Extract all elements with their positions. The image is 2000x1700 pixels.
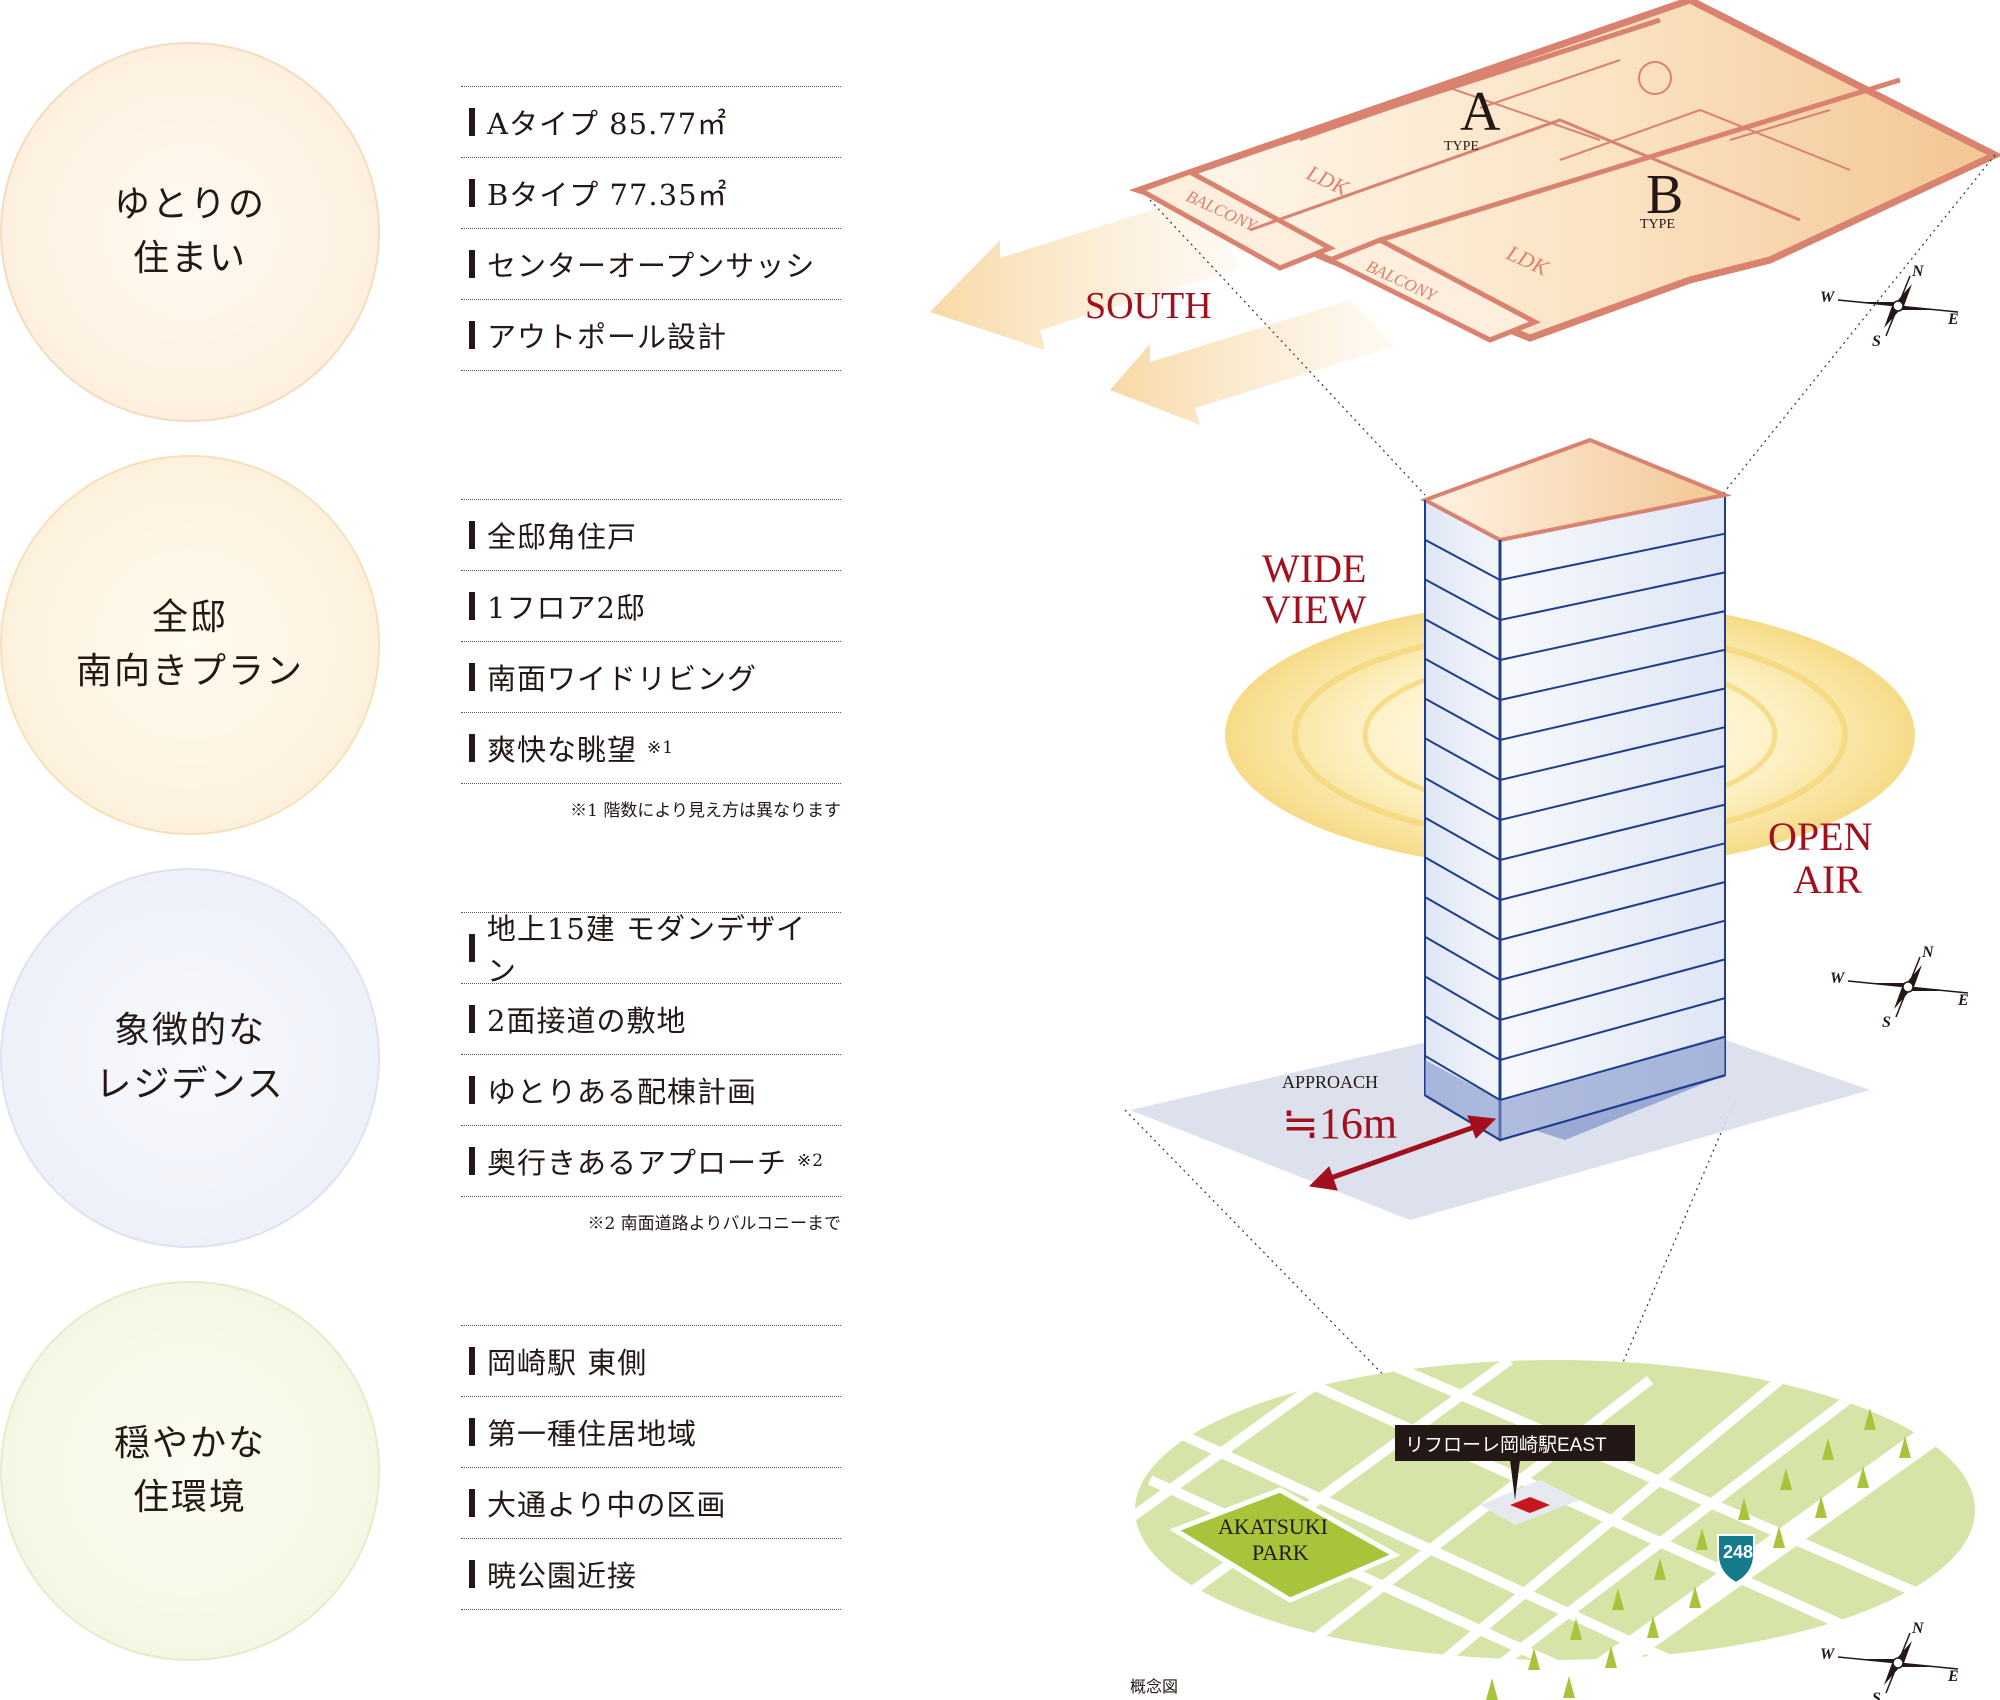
park-label: PARK (1252, 1540, 1309, 1565)
list-item: 岡崎駅 東側 (461, 1326, 841, 1397)
compass-w-label: W (1820, 1646, 1836, 1663)
floor-plan (1128, 0, 2000, 343)
feature-list-4: 岡崎駅 東側 第一種住居地域 大通より中の区画 暁公園近接 (461, 1325, 841, 1610)
circle-title-line: 住まい (132, 238, 247, 279)
feature-list-2: 全邸角住戸 1フロア2邸 南面ワイドリビング 爽快な眺望※1 (461, 499, 841, 784)
compass-icon: N S E W (1820, 1620, 1959, 1700)
list-item: 全邸角住戸 (461, 500, 841, 571)
projection-lines (1124, 154, 1996, 1511)
list-item: センターオープンサッシ (461, 229, 841, 300)
building-label-pointer (1510, 1460, 1520, 1500)
compass-e-label: E (1947, 1668, 1959, 1685)
list-item: 第一種住居地域 (461, 1397, 841, 1468)
area-map (1135, 1360, 1975, 1700)
list-item: ゆとりある配棟計画 (461, 1055, 841, 1126)
compass-icon: N S E W (1820, 263, 1959, 350)
south-label: SOUTH (1085, 285, 1212, 327)
compass-icon: N S E W (1830, 944, 1969, 1031)
list-item: アウトポール設計 (461, 300, 841, 371)
caption: 概念図 (1130, 1677, 1178, 1696)
list-item: 暁公園近接 (461, 1539, 841, 1610)
list-item: 南面ワイドリビング (461, 642, 841, 713)
tower (1420, 437, 1732, 1142)
concept-circle-3: 象徴的な レジデンス (0, 868, 380, 1248)
compass-w-label: W (1830, 970, 1846, 987)
compass-s-label: S (1882, 1014, 1891, 1031)
circle-title-line: ゆとりの (113, 184, 266, 225)
feature-list-3: 地上15建 モダンデザイン 2面接道の敷地 ゆとりある配棟計画 奥行きあるアプロ… (461, 912, 841, 1197)
circle-title-line: 住環境 (132, 1477, 247, 1518)
list-item: 地上15建 モダンデザイン (461, 912, 841, 988)
list-item: Aタイプ 85.77㎡ (461, 87, 841, 158)
feature-list-1: Aタイプ 85.77㎡ Bタイプ 77.35㎡ センターオープンサッシ アウトポ… (461, 86, 841, 371)
compass-n-label: N (1921, 944, 1935, 961)
compass-s-label: S (1872, 333, 1881, 350)
concept-circle-4: 穏やかな 住環境 (0, 1281, 380, 1661)
building-label-box (1395, 1425, 1635, 1461)
compass-e-label: E (1957, 992, 1969, 1009)
south-arrow (1110, 300, 1395, 425)
wide-view-label: VIEW (1262, 587, 1367, 632)
footnote: ※2 南面道路よりバルコニーまで (587, 1214, 841, 1234)
compass-w-label: W (1820, 289, 1836, 306)
compass-n-label: N (1911, 1620, 1925, 1637)
type-a-label: TYPE (1444, 139, 1479, 154)
approach-arrow (1308, 1115, 1497, 1191)
type-b-letter: B (1646, 164, 1683, 226)
south-arrow (930, 195, 1240, 350)
footnote: ※1 階数により見え方は異なります (570, 801, 841, 821)
wide-view-label: WIDE (1262, 546, 1366, 591)
circle-title-line: レジデンス (95, 1064, 285, 1105)
circle-title-line: 全邸 (151, 597, 228, 638)
list-item: 2面接道の敷地 (461, 984, 841, 1055)
compass-s-label: S (1872, 1690, 1881, 1700)
approach-value: ≒16m (1282, 1099, 1397, 1148)
concept-circle-1: ゆとりの 住まい (0, 42, 380, 422)
list-item: 爽快な眺望※1 (461, 713, 841, 784)
circle-title-line: 穏やかな (113, 1423, 266, 1464)
list-item: 大通より中の区画 (461, 1468, 841, 1539)
type-b-label: TYPE (1640, 217, 1675, 232)
approach-label: APPROACH (1282, 1072, 1378, 1092)
circle-title-line: 南向きプラン (75, 651, 304, 692)
list-item: Bタイプ 77.35㎡ (461, 158, 841, 229)
type-a-letter: A (1460, 81, 1501, 143)
concept-circle-2: 全邸 南向きプラン (0, 455, 380, 835)
list-item: 奥行きあるアプローチ※2 (461, 1126, 841, 1197)
compass-e-label: E (1947, 311, 1959, 328)
building-label: リフローレ岡崎駅EAST (1405, 1434, 1607, 1456)
list-item: 1フロア2邸 (461, 571, 841, 642)
park-label: AKATSUKI (1218, 1514, 1328, 1539)
circle-title-line: 象徴的な (113, 1010, 266, 1051)
open-air-label: AIR (1793, 857, 1862, 902)
route-number: 248 (1723, 1542, 1753, 1562)
open-air-label: OPEN (1768, 814, 1872, 859)
compass-n-label: N (1911, 263, 1925, 280)
